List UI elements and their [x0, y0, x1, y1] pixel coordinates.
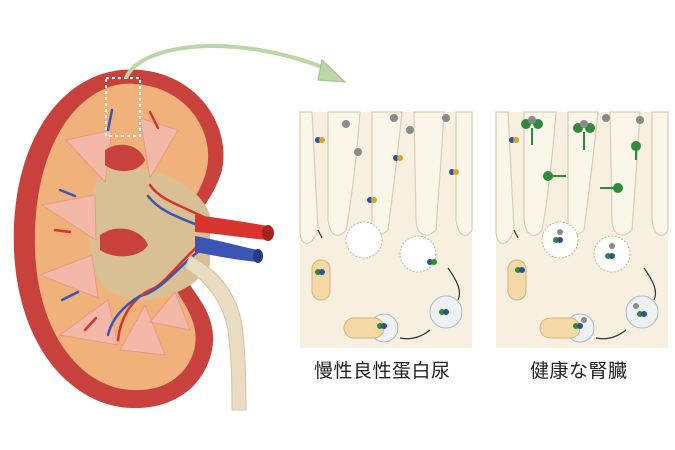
flow-arrow: [399, 329, 431, 340]
protein-marker: [377, 323, 387, 329]
particle: [602, 114, 610, 122]
crypt: [399, 235, 437, 273]
protein-marker: [427, 259, 437, 265]
particle: [390, 114, 398, 122]
villus: [651, 111, 669, 237]
flow-arrow: [643, 267, 657, 301]
pyramid: [139, 117, 179, 180]
medullary-pyramids: [38, 117, 191, 356]
protein-marker: [553, 237, 563, 243]
artery-branch: [116, 288, 152, 342]
pyramid: [40, 194, 97, 241]
caption-healthy-kidney: 健康な腎臓: [530, 360, 628, 382]
artery-branch: [148, 110, 160, 130]
ureter: [184, 255, 247, 411]
protein-marker: [509, 137, 519, 143]
receptor-complex: [521, 116, 543, 145]
renal-artery: [195, 215, 268, 240]
particle: [557, 229, 563, 235]
particle: [636, 116, 644, 124]
highlight-box: [105, 77, 141, 137]
pyramid: [38, 254, 99, 299]
particle: [354, 148, 362, 156]
crypts: [345, 221, 437, 273]
pyramid: [119, 303, 166, 356]
protein-marker: [573, 323, 583, 329]
protein-marker: [449, 169, 459, 175]
protein-marker: [393, 155, 403, 161]
flow-arrow: [317, 229, 323, 239]
particles: [342, 114, 450, 156]
villus: [455, 111, 473, 237]
particle: [581, 317, 587, 323]
renal-vein: [195, 236, 258, 262]
crypt: [345, 221, 383, 259]
protein-markers: [315, 137, 459, 329]
flow-arrows: [317, 229, 461, 340]
flow-arrow: [447, 267, 461, 301]
vein-branch: [138, 248, 202, 298]
receptor-complexes: [521, 116, 641, 193]
cylinder-cell: [311, 259, 331, 301]
renal-vessels: [195, 215, 274, 263]
pyramid: [149, 291, 191, 331]
calyx: [100, 228, 148, 257]
zoom-arrow: [124, 43, 347, 83]
protein-marker: [439, 309, 449, 315]
renal-vein-end: [253, 249, 263, 263]
particle: [406, 126, 414, 134]
particles: [557, 114, 644, 323]
flow-arrow: [513, 229, 519, 239]
renal-artery-end: [262, 225, 274, 241]
vein-branch: [60, 290, 80, 302]
cylinder-cell: [507, 259, 527, 301]
tubule-panel-right: [495, 111, 669, 348]
caption-chronic-benign-proteinuria: 慢性良性蛋白尿: [314, 360, 451, 382]
vein-branch: [106, 294, 142, 337]
tubule-panel-left: [299, 111, 473, 348]
protein-marker: [637, 311, 647, 317]
villus: [327, 111, 361, 237]
protein-marker: [315, 269, 325, 275]
calyces: [100, 144, 148, 257]
zoom-arrow-head: [317, 59, 347, 83]
zoom-arrow-shaft: [124, 43, 331, 79]
protein-marker: [367, 197, 377, 203]
calyx: [105, 144, 145, 172]
vein-branch: [106, 108, 114, 132]
artery-branch: [83, 316, 98, 332]
kidney: [13, 69, 274, 411]
vein-branch: [58, 188, 77, 198]
receptor-complex: [600, 183, 623, 193]
particle: [442, 114, 450, 122]
receptor-complex: [573, 120, 595, 150]
artery-branch: [53, 228, 72, 234]
receptor-complex: [631, 141, 641, 160]
receptor-complex: [543, 171, 566, 181]
particle: [633, 303, 639, 309]
protein-markers: [509, 137, 647, 329]
flow-arrow: [595, 329, 627, 340]
protein-marker: [315, 137, 325, 143]
particle: [609, 243, 615, 249]
villi: [299, 111, 473, 245]
flow-arrows: [513, 229, 657, 340]
protein-marker: [515, 267, 525, 273]
protein-marker: [605, 253, 615, 259]
particle: [342, 120, 350, 128]
villus: [413, 111, 445, 236]
